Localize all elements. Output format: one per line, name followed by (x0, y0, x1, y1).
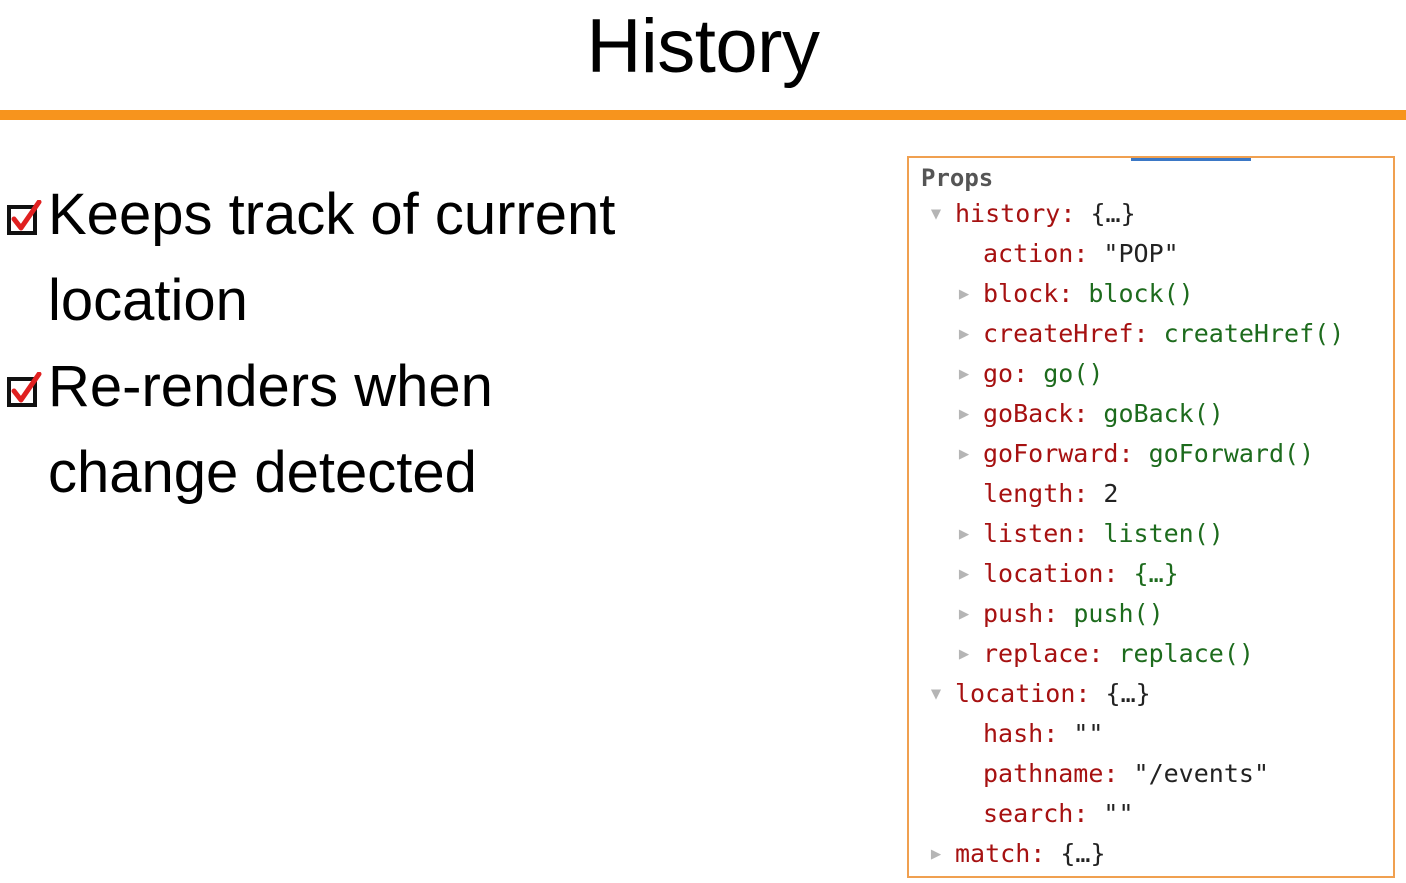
prop-value: replace() (1118, 639, 1254, 668)
prop-separator: : (1030, 839, 1061, 868)
checked-checkbox-icon (7, 200, 42, 235)
prop-separator: : (1118, 439, 1149, 468)
prop-separator: : (1073, 799, 1104, 828)
triangle-right-icon[interactable]: ▶ (958, 564, 970, 584)
prop-key: block (983, 279, 1059, 308)
prop-value: {…} (1060, 839, 1106, 868)
prop-value: createHref() (1163, 319, 1345, 348)
prop-key: listen (983, 519, 1074, 548)
bullet-list: Keeps track of current location Re-rende… (4, 172, 824, 516)
active-tab-indicator (1131, 158, 1251, 161)
prop-row-history[interactable]: ▼ history: {…} (931, 194, 1136, 234)
prop-key: location (955, 679, 1076, 708)
triangle-right-icon[interactable]: ▶ (958, 324, 970, 344)
bullet-item: Keeps track of current location (4, 172, 824, 344)
bullet-text-line: change detected (48, 440, 477, 505)
props-inspector-panel: Props ▼history: {…}action: "POP"▶block: … (907, 156, 1395, 878)
prop-key: location (983, 559, 1104, 588)
prop-key: match (955, 839, 1031, 868)
prop-value: 2 (1103, 479, 1119, 508)
triangle-right-icon[interactable]: ▶ (958, 644, 970, 664)
triangle-down-icon[interactable]: ▼ (930, 204, 942, 224)
prop-separator: : (1013, 359, 1044, 388)
prop-value: go() (1043, 359, 1104, 388)
bullet-item: Re-renders when change detected (4, 344, 824, 516)
prop-separator: : (1043, 599, 1074, 628)
prop-row-search: search: "" (983, 794, 1134, 834)
prop-separator: : (1103, 559, 1134, 588)
bullet-text-line: Keeps track of current (48, 182, 616, 247)
prop-key: goBack (983, 399, 1074, 428)
prop-value: {…} (1090, 199, 1136, 228)
triangle-right-icon[interactable]: ▶ (958, 404, 970, 424)
slide-title: History (586, 4, 820, 89)
prop-key: action (983, 239, 1074, 268)
prop-separator: : (1073, 479, 1104, 508)
prop-separator: : (1133, 319, 1164, 348)
prop-row-go[interactable]: ▶ go: go() (959, 354, 1104, 394)
prop-value: "POP" (1103, 239, 1179, 268)
prop-value: goForward() (1148, 439, 1315, 468)
prop-row-match[interactable]: ▶ match: {…} (931, 834, 1106, 874)
prop-key: history (955, 199, 1061, 228)
prop-key: length (983, 479, 1074, 508)
prop-key: goForward (983, 439, 1119, 468)
prop-value: {…} (1105, 679, 1151, 708)
prop-separator: : (1073, 239, 1104, 268)
prop-value: goBack() (1103, 399, 1224, 428)
prop-separator: : (1060, 199, 1091, 228)
triangle-right-icon[interactable]: ▶ (958, 284, 970, 304)
prop-separator: : (1088, 639, 1119, 668)
prop-separator: : (1043, 719, 1074, 748)
prop-key: pathname (983, 759, 1104, 788)
prop-separator: : (1058, 279, 1089, 308)
prop-separator: : (1073, 399, 1104, 428)
prop-value: "" (1103, 799, 1134, 828)
prop-key: hash (983, 719, 1044, 748)
triangle-down-icon[interactable]: ▼ (930, 684, 942, 704)
prop-value: "" (1073, 719, 1104, 748)
triangle-right-icon[interactable]: ▶ (958, 604, 970, 624)
prop-value: listen() (1103, 519, 1224, 548)
prop-row-action: action: "POP" (983, 234, 1179, 274)
prop-separator: : (1103, 759, 1134, 788)
prop-key: go (983, 359, 1014, 388)
checked-checkbox-icon (7, 372, 42, 407)
prop-row-listen[interactable]: ▶ listen: listen() (959, 514, 1224, 554)
prop-value: push() (1073, 599, 1164, 628)
triangle-right-icon[interactable]: ▶ (958, 444, 970, 464)
prop-value: "/events" (1133, 759, 1269, 788)
triangle-right-icon[interactable]: ▶ (958, 364, 970, 384)
title-divider (0, 110, 1406, 120)
prop-value: block() (1088, 279, 1194, 308)
prop-row-push[interactable]: ▶ push: push() (959, 594, 1164, 634)
prop-separator: : (1073, 519, 1104, 548)
prop-row-length: length: 2 (983, 474, 1118, 514)
triangle-right-icon[interactable]: ▶ (930, 844, 942, 864)
prop-key: replace (983, 639, 1089, 668)
prop-row-createHref[interactable]: ▶ createHref: createHref() (959, 314, 1345, 354)
prop-value: {…} (1133, 559, 1179, 588)
prop-key: push (983, 599, 1044, 628)
bullet-text-line: Re-renders when (48, 354, 493, 419)
triangle-right-icon[interactable]: ▶ (958, 524, 970, 544)
bullet-text-line: location (48, 268, 248, 333)
prop-key: createHref (983, 319, 1134, 348)
prop-row-block[interactable]: ▶ block: block() (959, 274, 1194, 314)
prop-row-hash: hash: "" (983, 714, 1103, 754)
prop-key: search (983, 799, 1074, 828)
prop-row-goForward[interactable]: ▶ goForward: goForward() (959, 434, 1315, 474)
prop-row-replace[interactable]: ▶ replace: replace() (959, 634, 1254, 674)
prop-row-location[interactable]: ▶ location: {…} (959, 554, 1179, 594)
prop-row-pathname: pathname: "/events" (983, 754, 1269, 794)
prop-row-location[interactable]: ▼ location: {…} (931, 674, 1151, 714)
props-header: Props (921, 164, 994, 192)
prop-separator: : (1075, 679, 1106, 708)
prop-row-goBack[interactable]: ▶ goBack: goBack() (959, 394, 1224, 434)
